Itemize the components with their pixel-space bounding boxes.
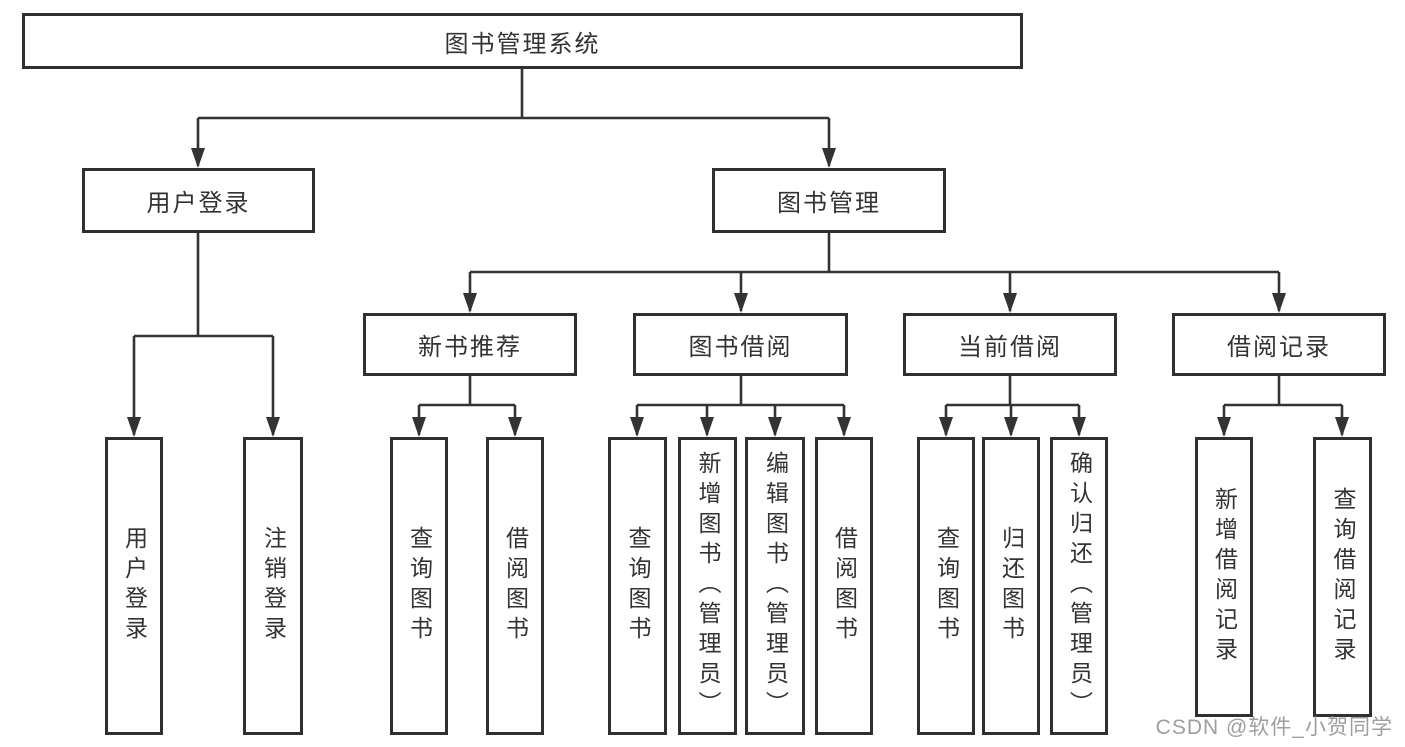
connector-root-split (198, 69, 829, 120)
node-current-borrowing: 当前借阅 (903, 313, 1117, 376)
node-label: 新书推荐 (418, 334, 522, 361)
leaf-label: 借阅图书 (831, 526, 858, 646)
leaf-add-book-admin: 新增图书（管理员） (678, 437, 737, 735)
leaf-edit-book-admin: 编辑图书（管理员） (745, 437, 805, 735)
leaf-label: 查询图书 (933, 526, 960, 646)
leaf-label: 新增图书（管理员） (695, 451, 721, 721)
node-label: 用户登录 (146, 190, 251, 217)
leaf-logout: 注销登录 (243, 437, 303, 735)
leaf-query-borrow-record: 查询借阅记录 (1313, 437, 1372, 717)
node-label: 图书借阅 (688, 334, 793, 361)
leaf-confirm-return-admin: 确认归还（管理员） (1050, 437, 1108, 735)
leaf-label: 注销登录 (260, 526, 287, 646)
leaf-label: 查询图书 (406, 526, 433, 646)
connector-user-login-split (134, 233, 273, 338)
csdn-watermark: CSDN @软件_小贺同学 (1155, 716, 1393, 739)
connector-book-borrowing-split (637, 376, 844, 407)
node-label: 图书管理系统 (444, 30, 601, 58)
leaf-query-books-borrowing: 查询图书 (608, 437, 667, 735)
leaf-query-books-recommend: 查询图书 (390, 437, 448, 735)
leaf-label: 新增借阅记录 (1211, 487, 1238, 667)
node-label: 当前借阅 (958, 334, 1062, 361)
node-book-management: 图书管理 (712, 168, 946, 233)
connector-new-book-split (419, 376, 515, 407)
leaf-label: 归还图书 (998, 526, 1025, 646)
node-library-system: 图书管理系统 (22, 13, 1023, 69)
connector-borrowing-records-split (1224, 376, 1342, 407)
node-book-borrowing: 图书借阅 (633, 313, 848, 376)
connector-book-management-split (470, 233, 1279, 274)
connector-current-borrowing-split (946, 376, 1079, 407)
leaf-label: 查询图书 (625, 526, 651, 646)
leaf-borrow-books: 借阅图书 (815, 437, 873, 735)
connector-group (127, 69, 1349, 437)
leaf-label: 编辑图书（管理员） (762, 451, 789, 721)
node-user-login: 用户登录 (82, 168, 315, 233)
node-label: 图书管理 (777, 190, 881, 217)
leaf-query-books-current: 查询图书 (917, 437, 975, 735)
leaf-add-borrow-record: 新增借阅记录 (1195, 437, 1253, 717)
node-borrowing-records: 借阅记录 (1172, 313, 1386, 376)
leaf-borrow-books-recommend: 借阅图书 (486, 437, 544, 735)
leaf-user-login: 用户登录 (105, 437, 163, 735)
leaf-label: 查询借阅记录 (1330, 487, 1356, 667)
leaf-label: 确认归还（管理员） (1066, 451, 1093, 721)
leaf-label: 借阅图书 (502, 526, 529, 646)
leaf-return-book: 归还图书 (982, 437, 1040, 735)
node-new-book-recommendation: 新书推荐 (363, 313, 577, 376)
node-label: 借阅记录 (1227, 334, 1331, 361)
leaf-label: 用户登录 (121, 526, 148, 646)
